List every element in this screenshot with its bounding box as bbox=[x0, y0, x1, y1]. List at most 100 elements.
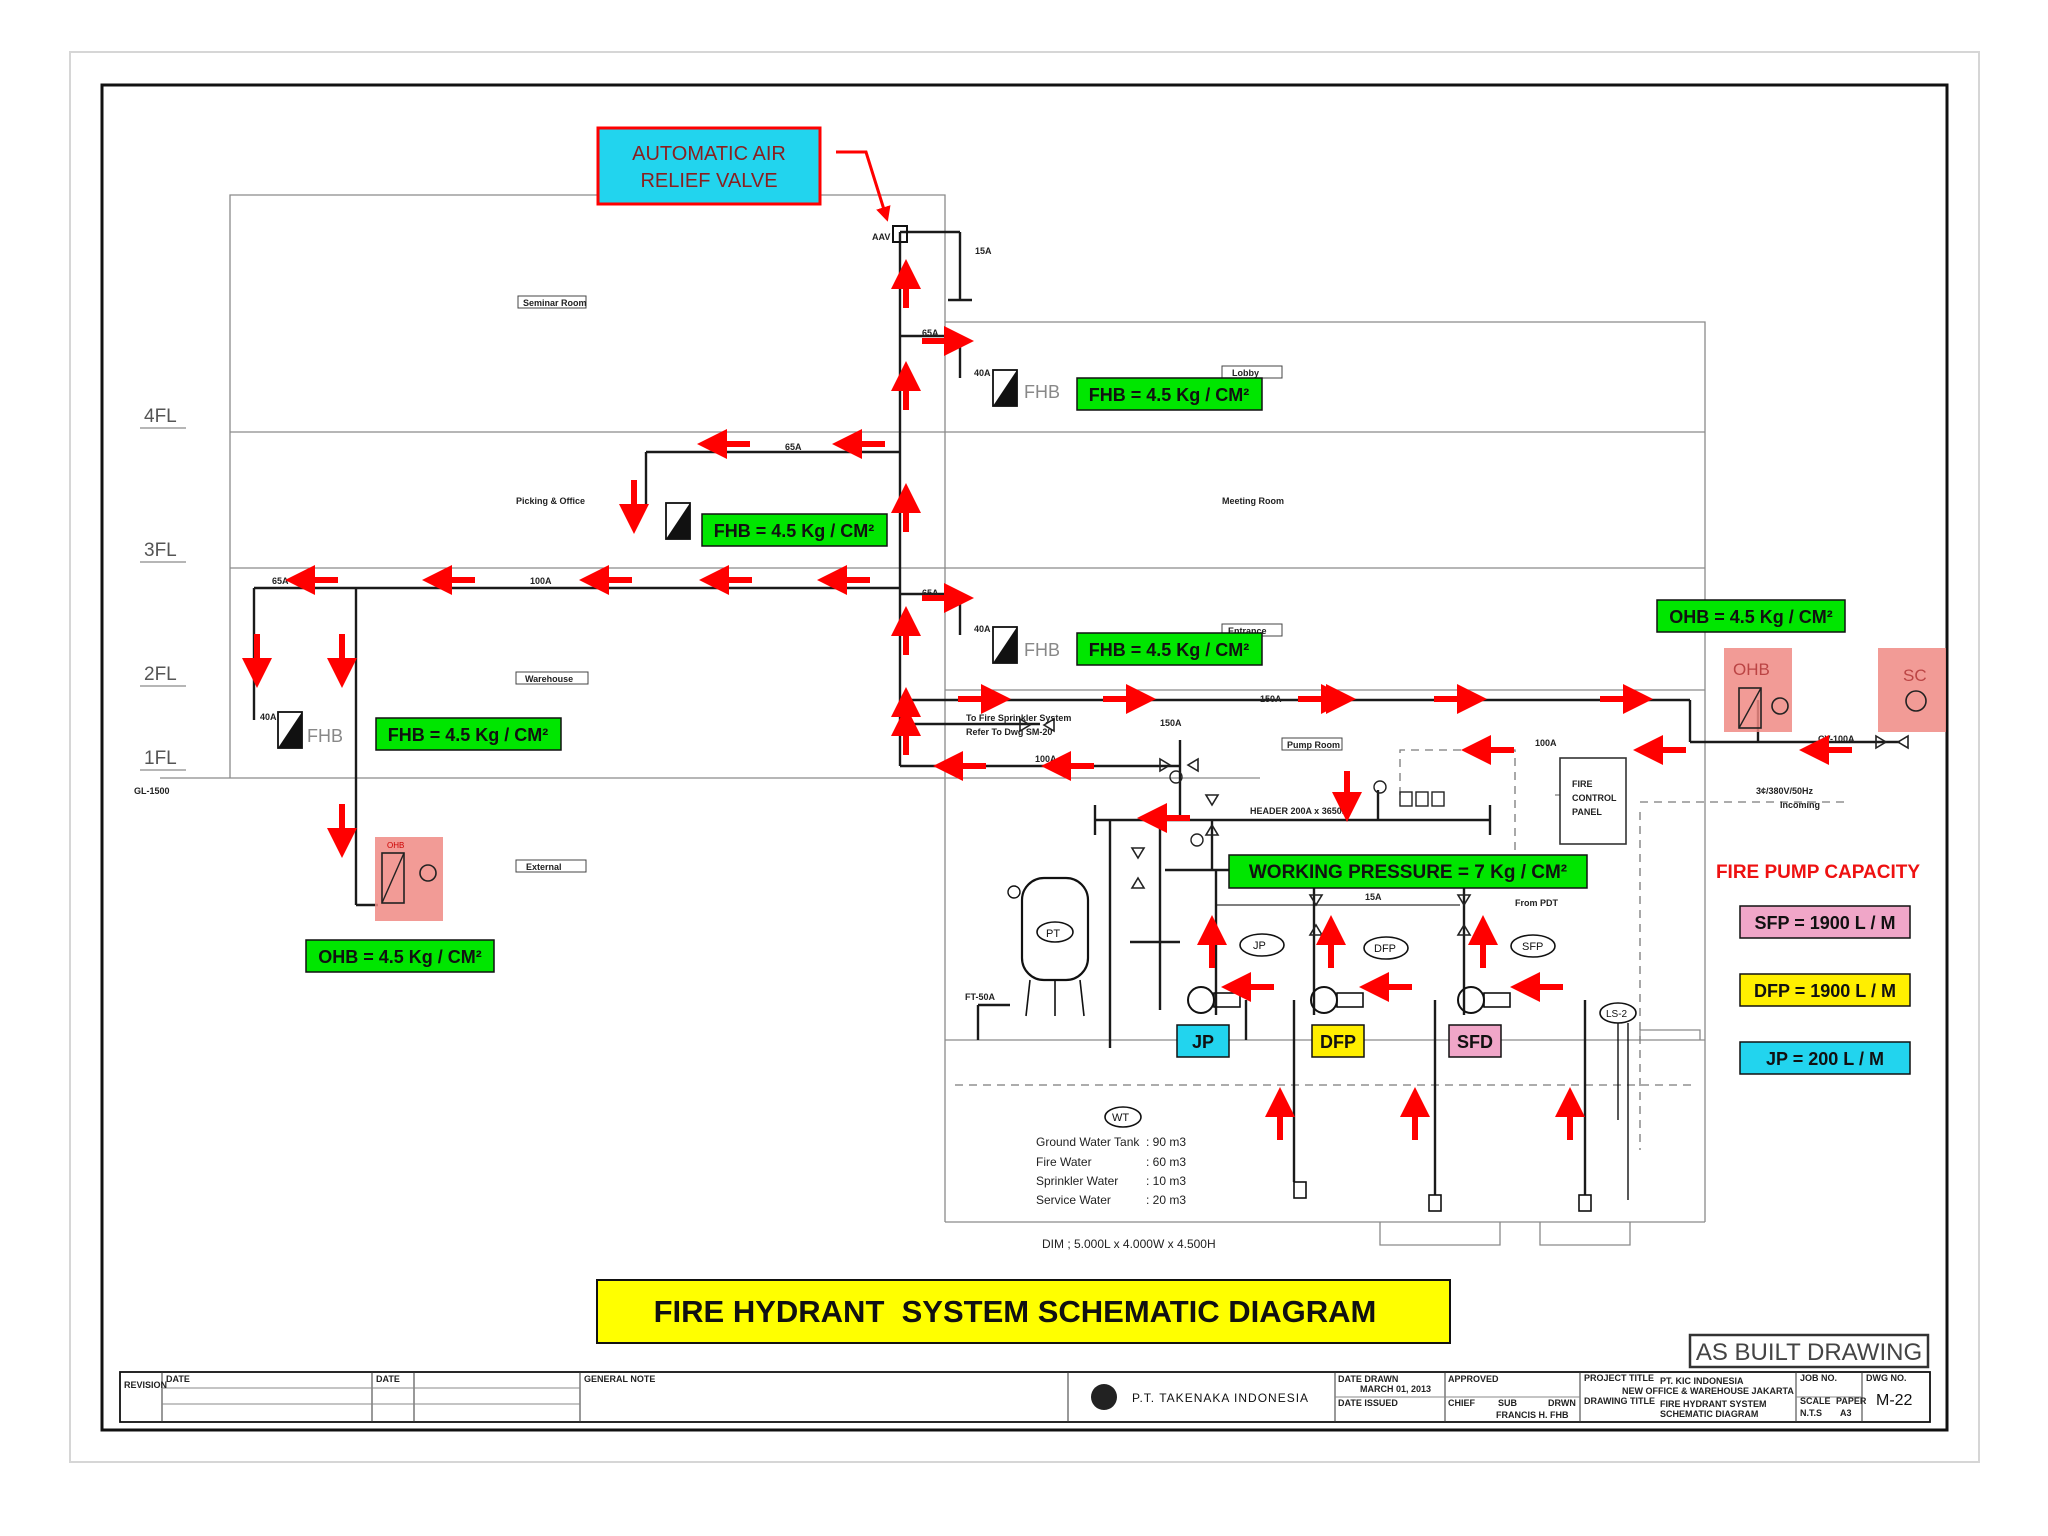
fhb-cabinet-4fl: FHB bbox=[992, 369, 1060, 407]
tank-row-1-value: : 60 m3 bbox=[1146, 1155, 1186, 1169]
fhb-cabinet-2fl: FHB bbox=[992, 626, 1060, 664]
svg-text:40A: 40A bbox=[974, 624, 991, 634]
drawing-number: M-22 bbox=[1876, 1392, 1913, 1409]
svg-text:SCHEMATIC DIAGRAM: SCHEMATIC DIAGRAM bbox=[1660, 1409, 1758, 1419]
capacity-dfp: DFP = 1900 L / M bbox=[1754, 981, 1896, 1001]
floor-labels: 4FL 3FL 2FL 1FL GL-1500 bbox=[134, 406, 186, 796]
room-lobby: Lobby bbox=[1232, 368, 1259, 378]
svg-text:AUTOMATIC AIR: AUTOMATIC AIR bbox=[632, 143, 786, 165]
air-relief-valve-symbol bbox=[892, 225, 908, 243]
svg-text:A3: A3 bbox=[1840, 1408, 1852, 1418]
svg-text:GENERAL NOTE: GENERAL NOTE bbox=[584, 1374, 655, 1384]
fhb-cabinet-3fl bbox=[665, 502, 691, 540]
svg-text:PANEL: PANEL bbox=[1572, 807, 1602, 817]
fhb-4fl-label: FHB = 4.5 Kg / CM² bbox=[1089, 385, 1250, 405]
svg-text:JP: JP bbox=[1253, 940, 1266, 952]
tank-dimension: DIM ; 5.000L x 4.000W x 4.500H bbox=[1042, 1237, 1216, 1251]
floor-label-3fl: 3FL bbox=[144, 540, 177, 561]
svg-text:FT-50A: FT-50A bbox=[965, 992, 996, 1002]
title-block: REVISION DATE DATE GENERAL NOTE P.T. TAK… bbox=[119, 1371, 1931, 1423]
svg-text:65A: 65A bbox=[785, 442, 802, 452]
svg-text:65A: 65A bbox=[272, 576, 289, 586]
level-switch: LS-2 bbox=[1599, 1002, 1637, 1200]
jockey-pump: JP bbox=[1187, 933, 1285, 1014]
svg-text:SCALE: SCALE bbox=[1800, 1396, 1831, 1406]
pump-capacity-heading: FIRE PUMP CAPACITY bbox=[1716, 862, 1920, 883]
svg-text:40A: 40A bbox=[974, 368, 991, 378]
room-external: External bbox=[526, 862, 562, 872]
working-pressure-label: WORKING PRESSURE = 7 Kg / CM² bbox=[1249, 862, 1567, 883]
aav-callout: AUTOMATIC AIR RELIEF VALVE bbox=[596, 126, 822, 206]
fire-control-panel: FIRE CONTROL PANEL 3¢/380V/50Hz Incoming bbox=[1559, 757, 1820, 845]
floor-label-1fl: 1FL bbox=[144, 748, 177, 769]
svg-text:DATE: DATE bbox=[166, 1374, 190, 1384]
svg-text:Incoming: Incoming bbox=[1780, 800, 1820, 810]
svg-text:PAPER: PAPER bbox=[1836, 1396, 1867, 1406]
as-built-stamp: AS BUILT DRAWING bbox=[1688, 1333, 1930, 1369]
svg-text:WT: WT bbox=[1112, 1112, 1129, 1124]
room-tags: Seminar Room Lobby Picking & Office Meet… bbox=[515, 295, 1343, 873]
svg-text:CV-100A: CV-100A bbox=[1818, 734, 1855, 744]
svg-text:CONTROL: CONTROL bbox=[1572, 793, 1617, 803]
svg-text:150A: 150A bbox=[1160, 718, 1182, 728]
svg-text:DATE DRAWN: DATE DRAWN bbox=[1338, 1374, 1398, 1384]
pump-tags: JP DFP SFD bbox=[1176, 1024, 1502, 1058]
svg-text:HEADER 200A x 3650L: HEADER 200A x 3650L bbox=[1250, 806, 1348, 816]
fhb-cabinet-1fl: FHB bbox=[277, 711, 343, 749]
tank-row-2-label: Sprinkler Water bbox=[1036, 1174, 1118, 1188]
diagram-title-box: FIRE HYDRANT SYSTEM SCHEMATIC DIAGRAM bbox=[596, 1279, 1451, 1344]
ground-level-label: GL-1500 bbox=[134, 786, 170, 796]
misc-notes: To Fire Sprinkler System Refer To Dwg SM… bbox=[966, 713, 1559, 908]
pipe-size-labels: 15A 65A 65A 100A 65A 65A 150A 150A 100A … bbox=[260, 246, 1557, 902]
siamese-connection: SC bbox=[1878, 648, 1946, 732]
svg-text:DFP: DFP bbox=[1374, 943, 1396, 955]
jp-tag: JP bbox=[1192, 1032, 1214, 1052]
svg-text:FIRE HYDRANT SYSTEM: FIRE HYDRANT SYSTEM bbox=[1660, 1399, 1767, 1409]
svg-text:DRWN: DRWN bbox=[1548, 1398, 1576, 1408]
svg-text:N.T.S: N.T.S bbox=[1800, 1408, 1822, 1418]
svg-text:3¢/380V/50Hz: 3¢/380V/50Hz bbox=[1756, 786, 1814, 796]
svg-text:AAV: AAV bbox=[872, 232, 890, 242]
svg-text:OHB: OHB bbox=[1733, 660, 1770, 679]
fhb-2fl-label: FHB = 4.5 Kg / CM² bbox=[1089, 640, 1250, 660]
svg-text:FIRE: FIRE bbox=[1572, 779, 1593, 789]
tank-row-1-label: Fire Water bbox=[1036, 1155, 1092, 1169]
fhb-cabinets: FHB FHB FHB bbox=[277, 369, 1060, 749]
svg-text:FHB: FHB bbox=[1550, 1410, 1569, 1420]
svg-text:PROJECT TITLE: PROJECT TITLE bbox=[1584, 1373, 1654, 1383]
svg-text:DWG NO.: DWG NO. bbox=[1866, 1373, 1907, 1383]
company-name: P.T. TAKENAKA INDONESIA bbox=[1132, 1391, 1309, 1405]
svg-text:15A: 15A bbox=[975, 246, 992, 256]
svg-text:40A: 40A bbox=[260, 712, 277, 722]
svg-text:RELIEF VALVE: RELIEF VALVE bbox=[640, 170, 777, 192]
room-picking: Picking & Office bbox=[516, 496, 585, 506]
capacity-sfp: SFP = 1900 L / M bbox=[1755, 913, 1896, 933]
svg-text:FHB: FHB bbox=[1024, 640, 1060, 660]
svg-text:FHB: FHB bbox=[1024, 382, 1060, 402]
svg-text:100A: 100A bbox=[1535, 738, 1557, 748]
svg-text:APPROVED: APPROVED bbox=[1448, 1374, 1499, 1384]
svg-text:AS BUILT DRAWING: AS BUILT DRAWING bbox=[1696, 1339, 1922, 1366]
room-seminar: Seminar Room bbox=[523, 298, 587, 308]
svg-text:Refer To Dwg SM-20: Refer To Dwg SM-20 bbox=[966, 727, 1052, 737]
svg-text:FHB: FHB bbox=[307, 726, 343, 746]
svg-text:15A: 15A bbox=[1365, 892, 1382, 902]
tank-row-3-label: Service Water bbox=[1036, 1193, 1111, 1207]
svg-text:FRANCIS H.: FRANCIS H. bbox=[1496, 1410, 1548, 1420]
standby-fire-pump: SFP bbox=[1457, 934, 1556, 1014]
ohb-right-label: OHB = 4.5 Kg / CM² bbox=[1669, 607, 1833, 627]
svg-text:PT. KIC INDONESIA: PT. KIC INDONESIA bbox=[1660, 1376, 1744, 1386]
svg-text:MARCH 01, 2013: MARCH 01, 2013 bbox=[1360, 1384, 1431, 1394]
room-meeting: Meeting Room bbox=[1222, 496, 1284, 506]
svg-text:SC: SC bbox=[1903, 666, 1927, 685]
svg-text:100A: 100A bbox=[1035, 754, 1057, 764]
pump-capacity-legend: FIRE PUMP CAPACITY SFP = 1900 L / M DFP … bbox=[1716, 862, 1920, 1075]
pressure-callouts: FHB = 4.5 Kg / CM² FHB = 4.5 Kg / CM² FH… bbox=[305, 377, 1846, 973]
ohb-right: OHB bbox=[1724, 648, 1792, 732]
svg-text:100A: 100A bbox=[530, 576, 552, 586]
svg-text:65A: 65A bbox=[922, 328, 939, 338]
pipe-network bbox=[252, 230, 1900, 1195]
fhb-1fl-label: FHB = 4.5 Kg / CM² bbox=[388, 725, 549, 745]
tank-row-0-label: Ground Water Tank bbox=[1036, 1135, 1140, 1149]
